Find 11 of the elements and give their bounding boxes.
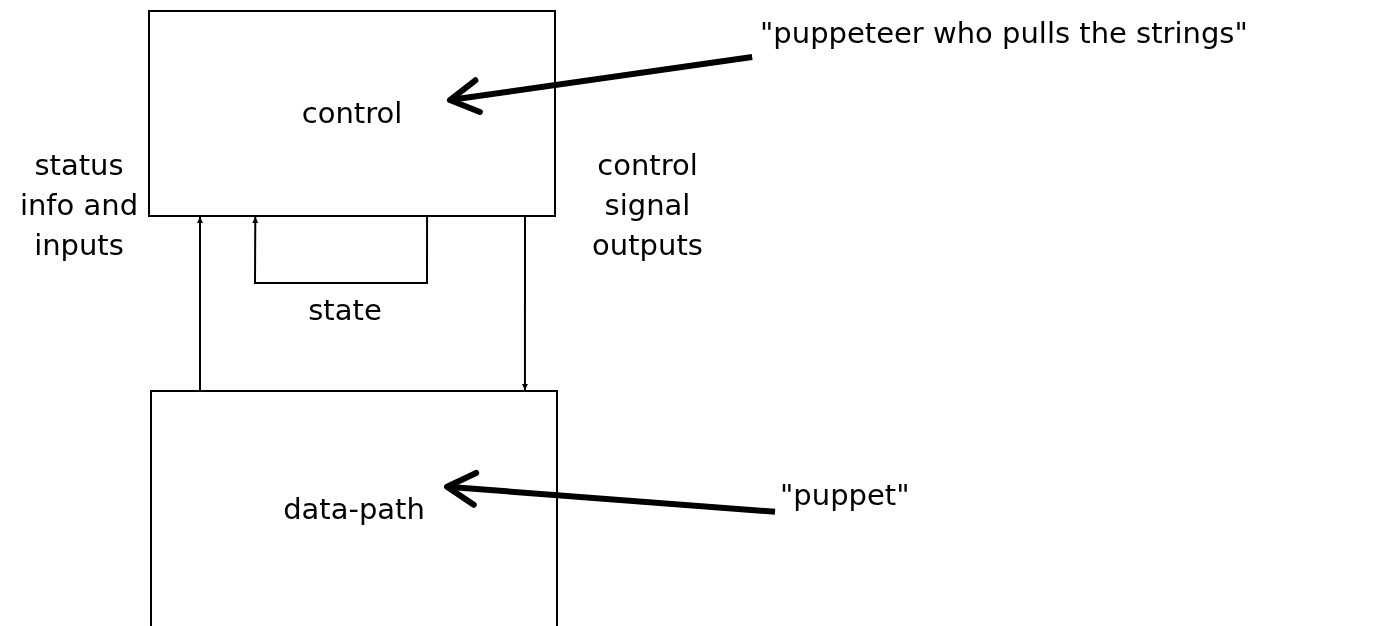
block-label: data-path [283,491,425,527]
block-box [150,390,558,626]
arrow [446,54,753,115]
arrow [444,469,776,515]
arrow [197,216,203,391]
arrow [252,216,429,284]
block-label: control [301,96,403,131]
arrow [521,216,528,391]
annotation-text: "puppet" [780,478,910,513]
block-box [148,10,556,217]
annotation-text: "puppeteer who pulls the strings" [760,16,1248,51]
